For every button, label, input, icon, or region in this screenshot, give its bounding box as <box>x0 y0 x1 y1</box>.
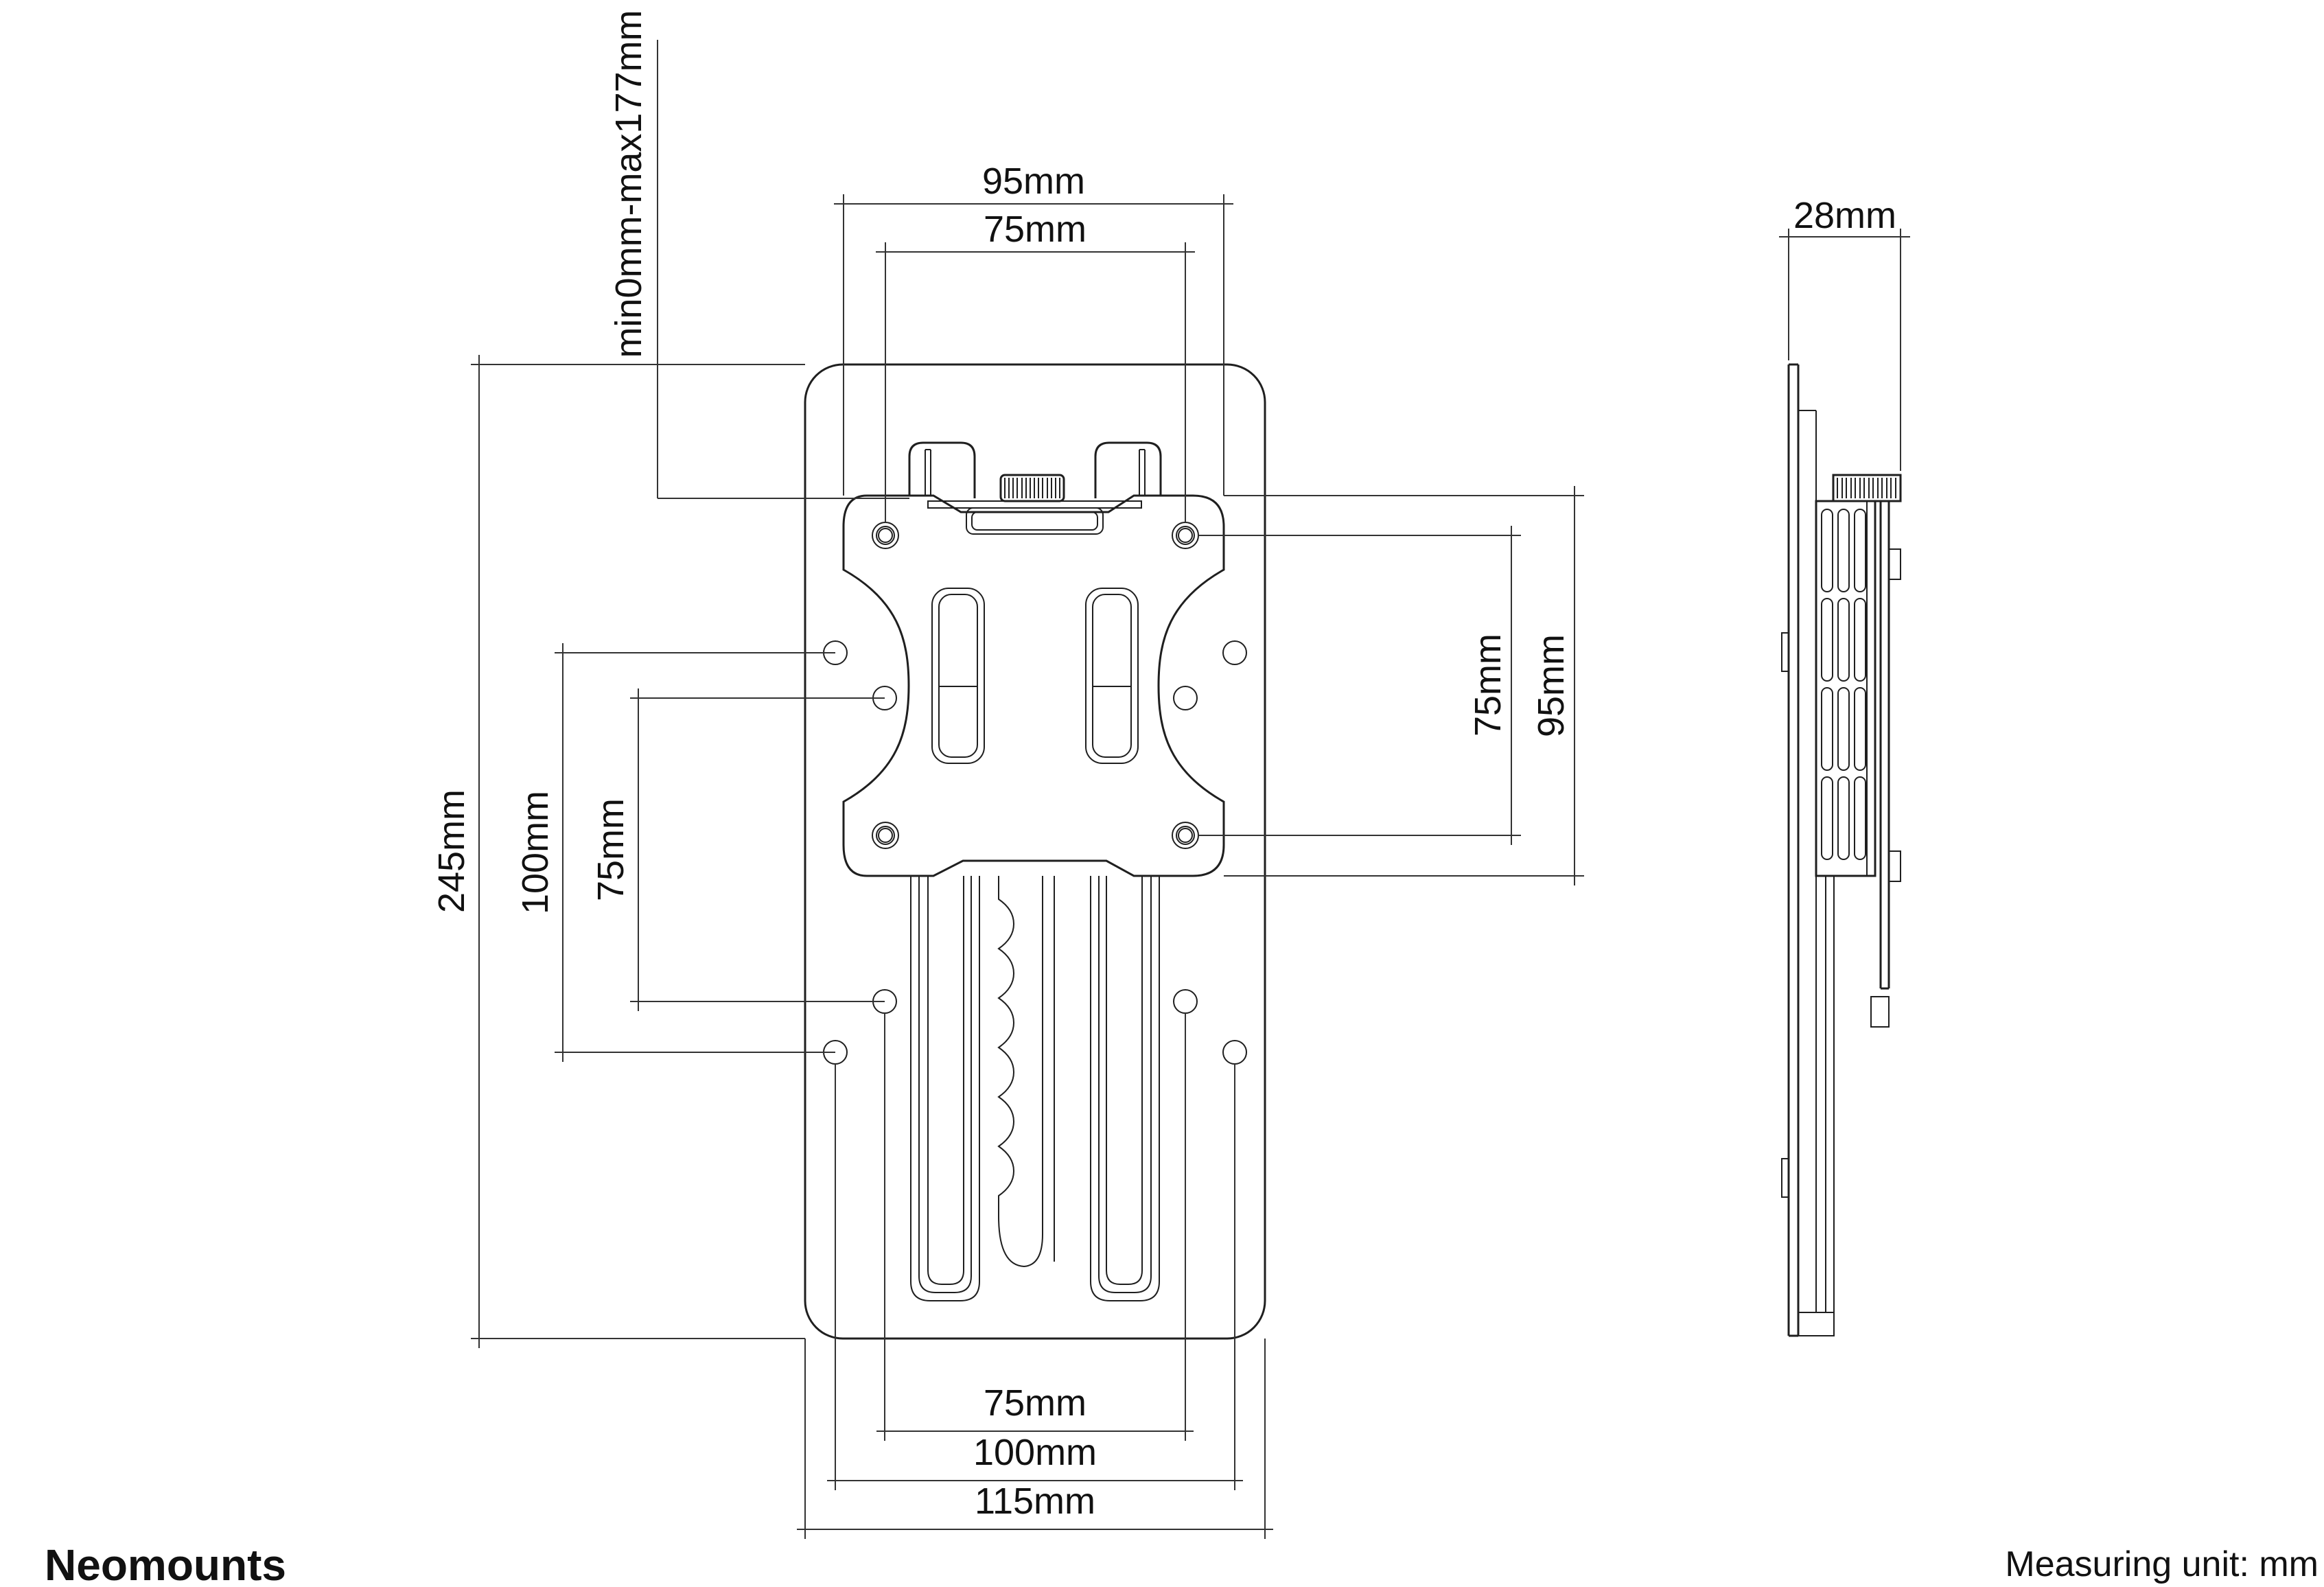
dim-right-vesa-plate-label: 95mm <box>1531 634 1572 737</box>
dim-adjust-range-label: min0mm-max177mm <box>608 10 649 358</box>
dim-bottom-overall-label: 115mm <box>975 1481 1095 1522</box>
measuring-unit-note: Measuring unit: mm <box>2005 1544 2319 1584</box>
dim-left-overall-label: 245mm <box>431 789 472 913</box>
footer: Neomounts Measuring unit: mm <box>45 1540 2319 1587</box>
dim-bottom-inner-holes-label: 75mm <box>984 1382 1087 1424</box>
dim-left-outer-holes-label: 100mm <box>515 791 556 914</box>
vesa-adapter-plate <box>842 494 1225 877</box>
side-vesa-plate <box>1870 500 1901 1028</box>
dim-top-outer-label: 95mm <box>982 161 1085 202</box>
vesa-slots <box>931 588 1139 764</box>
dim-right-vesa-holes-label: 75mm <box>1467 634 1509 737</box>
ratchet-slot <box>997 876 1055 1268</box>
side-thumb-knob <box>1832 474 1902 502</box>
dim-top-inner-label: 75mm <box>984 209 1087 250</box>
side-view: 28mm <box>1779 195 1910 1337</box>
rail-tracks <box>910 875 1160 1301</box>
side-carriage <box>1815 500 1876 1312</box>
dim-side-depth-label: 28mm <box>1793 195 1896 236</box>
front-view <box>804 363 1266 1340</box>
mounting-hooks <box>908 441 1162 500</box>
brand-logo: Neomounts <box>45 1540 286 1587</box>
thumb-knob <box>999 474 1065 502</box>
dim-bottom-outer-holes-label: 100mm <box>973 1432 1097 1473</box>
latch-assembly <box>927 500 1142 535</box>
dimension-annotations: 95mm 75mm min0mm-max177mm 245mm 100mm 75… <box>431 10 1584 1539</box>
dim-left-inner-holes-label: 75mm <box>590 798 631 901</box>
